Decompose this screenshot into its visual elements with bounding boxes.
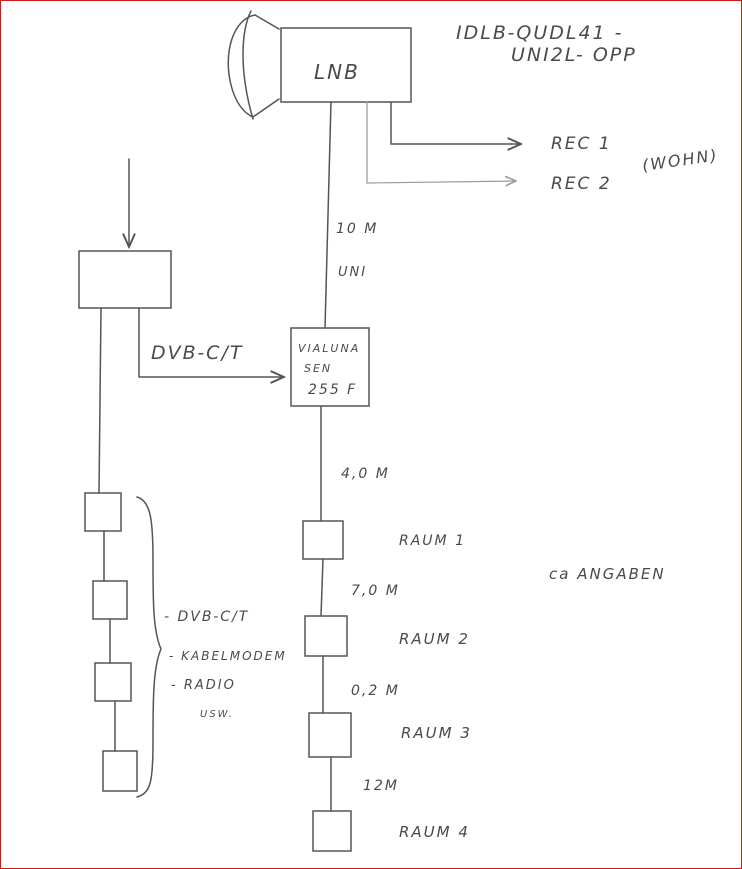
- note-label: ca ANGABEN: [549, 565, 666, 583]
- room-2-label: RAUM 2: [399, 630, 470, 648]
- multiswitch-line3: 255 F: [308, 382, 357, 398]
- left-chain-line: [98, 307, 102, 494]
- brace-item-4: USW.: [200, 709, 234, 720]
- satellite-dish-icon: [227, 10, 280, 120]
- header-line2: UNI2L- OPP: [511, 44, 637, 66]
- room-3-outlet: [308, 712, 352, 758]
- left-outlet-4: [102, 750, 138, 792]
- rec2-label: REC 2: [551, 174, 612, 194]
- rec1-line: [390, 101, 521, 144]
- segment-line-2: [320, 558, 324, 617]
- rec1-label: REC 1: [551, 134, 612, 154]
- segment-label-1: 4,0 M: [341, 466, 390, 482]
- multiswitch-line1: VIALUNA: [298, 342, 360, 355]
- brace-item-3: - RADIO: [171, 678, 236, 693]
- left-outlet-2: [92, 580, 128, 620]
- segment-label-2: 7,0 M: [351, 583, 400, 599]
- outputs-note: (WOHN): [641, 145, 720, 175]
- cable-lnb-multiswitch: [324, 101, 332, 329]
- brace-item-1: - DVB-C/T: [164, 609, 249, 625]
- outlet-brace: [136, 496, 162, 798]
- room-4-outlet: [312, 810, 352, 852]
- feed-box: [78, 250, 172, 309]
- segment-label-4: 12M: [363, 778, 399, 794]
- feed-label: DVB-C/T: [151, 342, 243, 364]
- header-line1: IDLB-QUDL41 -: [456, 22, 624, 44]
- lnb-box: [280, 27, 412, 103]
- room-3-label: RAUM 3: [401, 724, 472, 742]
- multiswitch-box: [290, 327, 370, 407]
- room-4-label: RAUM 4: [399, 823, 470, 841]
- brace-item-2: - KABELMODEM: [169, 649, 287, 663]
- left-outlet-1: [84, 492, 122, 532]
- room-1-label: RAUM 1: [399, 533, 466, 549]
- room-2-outlet: [304, 615, 348, 657]
- left-outlet-3: [94, 662, 132, 702]
- segment-label-3: 0,2 M: [351, 683, 400, 699]
- room-1-outlet: [302, 520, 344, 560]
- dvb-feed-line: [138, 307, 284, 377]
- multiswitch-line2: SEN: [304, 362, 332, 375]
- lnb-label: LNB: [314, 60, 360, 84]
- cable-length-label: 10 M: [336, 221, 378, 237]
- rec2-line: [366, 101, 516, 183]
- cable-type-label: UNI: [338, 265, 367, 280]
